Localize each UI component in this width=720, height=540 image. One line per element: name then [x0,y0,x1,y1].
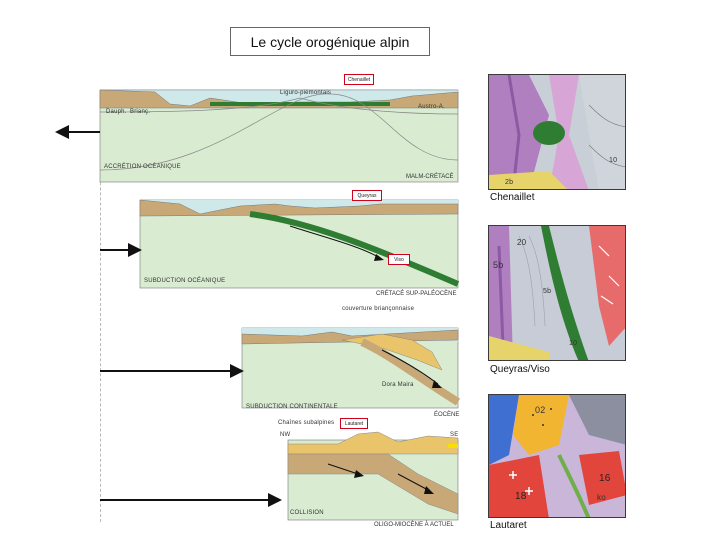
highlight-viso: Viso [388,254,410,265]
era-label: MALM-CRÉTACÉ [406,174,454,180]
map-label: 16 [599,473,611,484]
stage-collision: Chaînes subalpines Lautaret NW SE COLLIS… [278,414,460,532]
arrow-right-icon [100,243,142,257]
label-brianc: Brianç. [130,109,151,115]
stage-continental-subduction: couverture briançonnaise Dora Maira SUBD… [241,300,461,418]
caption-chenaillet: Chenaillet [490,192,535,203]
process-label: SUBDUCTION OCÉANIQUE [144,278,226,284]
era-label: CRÉTACÉ SUP-PALÉOCÈNE [376,291,457,297]
arrow-right-icon [100,364,244,378]
map-label: ko [597,493,606,502]
caption-lautaret: Lautaret [490,520,527,531]
stage-4-cross-section [287,431,459,521]
highlight-lautaret: Lautaret [340,418,368,429]
label-chaines-subalpines: Chaînes subalpines [278,420,335,426]
map-label: 10 [609,157,618,164]
map-queyras-viso: 20 5b 5b 10 [488,225,626,361]
label-liguro-piemontais: Liguro-piémontais [280,90,332,96]
process-label: ACCRÉTION OCÉANIQUE [104,164,181,170]
label-couverture: couverture briançonnaise [342,306,415,312]
map-label: 2b [505,179,514,186]
process-label: SUBDUCTION CONTINENTALE [246,404,338,410]
stage-oceanic-accretion: Liguro-piémontais Dauph. Brianç. Austro-… [99,70,460,185]
highlight-chenaillet: Chenaillet [344,74,374,85]
stage-1-cross-section [99,89,459,183]
label-dauph: Dauph. [106,109,127,115]
label-se: SE [450,432,459,438]
arrow-right-icon [100,493,282,507]
era-label: ÉOCÈNE [434,412,460,418]
stage-oceanic-subduction: Queyras Viso SUBDUCTION OCÉANIQUE CRÉTAC… [139,186,460,301]
map-label: 18 [515,491,527,502]
label-nw: NW [280,432,291,438]
era-label: OLIGO-MIOCÈNE À ACTUEL [374,522,454,528]
map-chenaillet-image [489,75,625,189]
label-dora-maira: Dora Maira [382,382,414,388]
map-label: 5b [493,260,504,270]
map-queyras-viso-image [489,226,625,360]
diagram-title: Le cycle orogénique alpin [230,27,430,56]
timeline-dashed-line [100,112,101,522]
stage-3-cross-section [241,327,461,409]
map-chenaillet: 2b 10 [488,74,626,190]
map-label: 5b [543,288,552,295]
caption-queyras-viso: Queyras/Viso [490,364,550,375]
stage-2-cross-section [139,199,460,289]
label-austro-a: Austro-A. [418,104,445,110]
map-label: 10 [569,340,578,347]
arrow-left-icon [55,125,100,139]
map-label: 20 [517,238,527,247]
map-lautaret: 02 16 18 ko [488,394,626,518]
map-lautaret-image [489,395,625,517]
map-label: 02 [535,405,546,415]
process-label: COLLISION [290,510,324,516]
highlight-queyras: Queyras [352,190,382,201]
